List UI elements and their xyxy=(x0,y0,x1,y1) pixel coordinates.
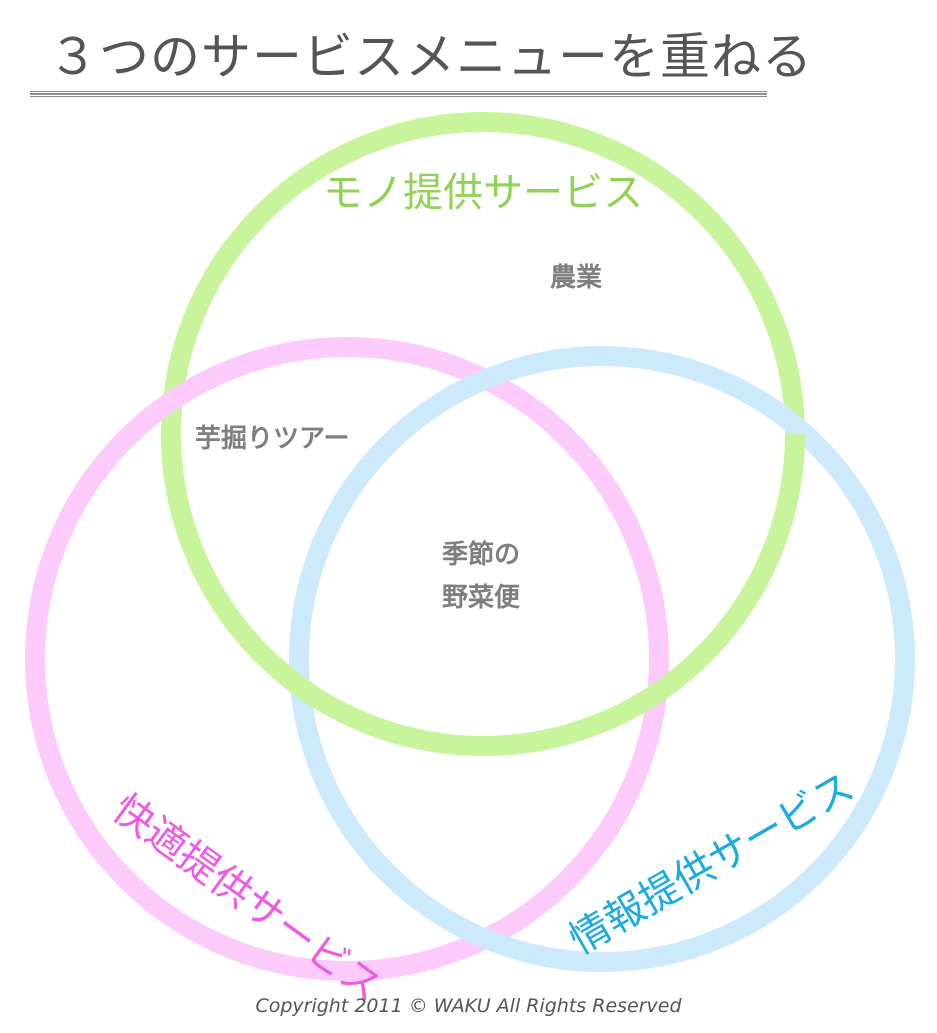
region-label-center-line1: 季節の xyxy=(442,539,520,570)
region-label-agriculture: 農業 xyxy=(550,263,602,293)
page-title: ３つのサービスメニューを重ねる xyxy=(48,28,813,86)
goods-service-label: モノ提供サービス xyxy=(323,170,643,216)
copyright-text: Copyright 2011 © WAKU All Rights Reserve… xyxy=(255,995,682,1017)
title-underline xyxy=(30,91,767,97)
region-label-potato-tour: 芋掘りツアー xyxy=(195,424,349,454)
region-label-center-line2: 野菜便 xyxy=(442,583,521,613)
info-circle xyxy=(289,346,915,972)
comfort-circle xyxy=(25,337,669,981)
goods-circle-front-arc xyxy=(161,433,805,756)
